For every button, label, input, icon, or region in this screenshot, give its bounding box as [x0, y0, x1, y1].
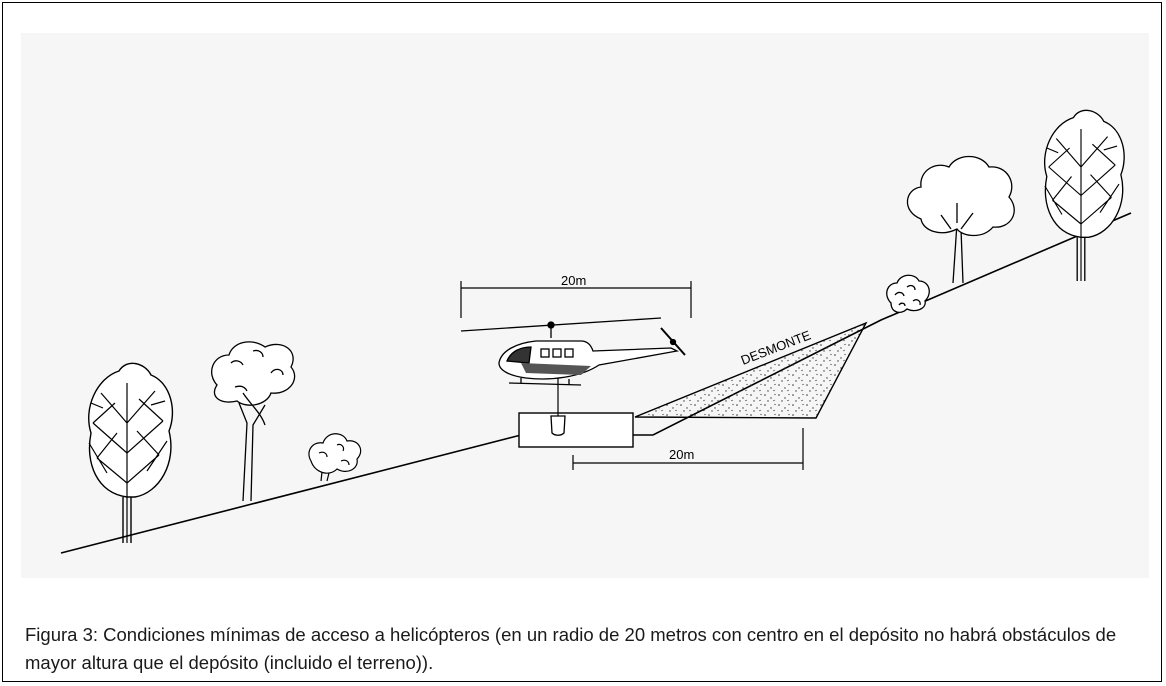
tree-left-large	[88, 362, 174, 544]
shrub-right	[886, 274, 930, 314]
helicopter	[460, 317, 686, 386]
water-tank	[518, 412, 634, 448]
bush-left	[308, 433, 362, 482]
figure-caption: Figura 3: Condiciones mínimas de acceso …	[25, 624, 1117, 673]
cut-area	[634, 321, 868, 419]
slope-diagram: DESMONTE 20m 20m	[60, 109, 1132, 554]
rotor-dimension-label: 20m	[561, 273, 586, 288]
ground-dimension	[572, 428, 804, 470]
ground-dimension-label: 20m	[669, 447, 694, 462]
figure-drawing: DESMONTE 20m 20m	[21, 33, 1149, 578]
tree-right-medium	[906, 155, 1015, 284]
rotor-dimension	[460, 281, 692, 318]
tree-left-tall	[211, 341, 296, 502]
terrain-slope-line	[60, 212, 1132, 554]
tree-right-large	[1043, 109, 1125, 282]
water-bucket	[550, 415, 566, 436]
